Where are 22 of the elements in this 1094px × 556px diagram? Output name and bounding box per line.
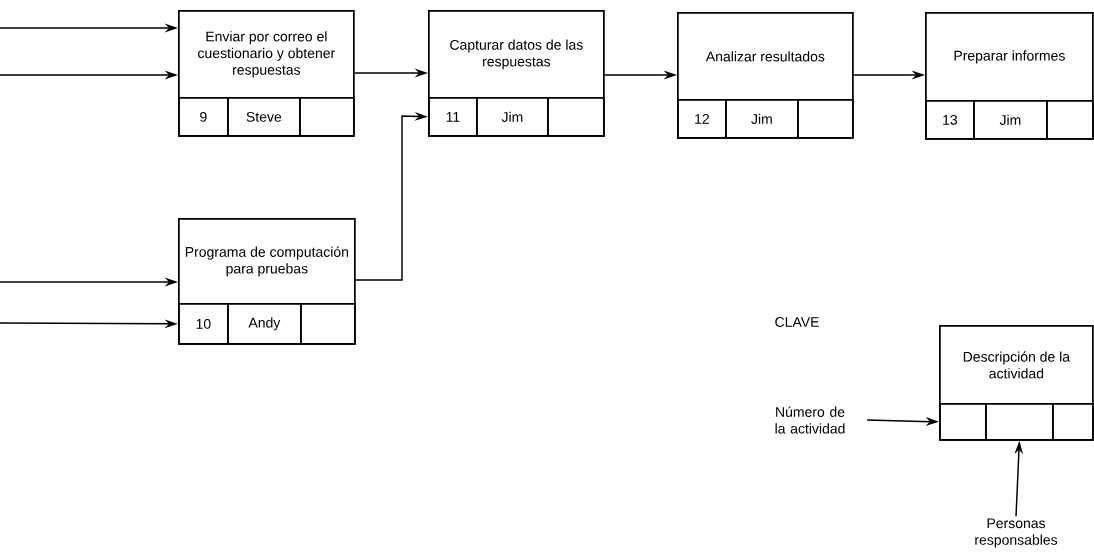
- key-heading: CLAVE: [775, 317, 819, 327]
- table-cell: 11: [428, 97, 478, 137]
- empty-cell: [985, 403, 1054, 441]
- callout-text: Personas responsables: [975, 518, 1058, 548]
- empty-cell: [939, 403, 987, 441]
- table-cell: 10: [178, 303, 229, 345]
- table-cell: Jim: [973, 100, 1048, 140]
- empty-cell: [797, 99, 854, 139]
- table-cell: 12: [677, 99, 727, 139]
- callout-text: Número de la actividad: [775, 406, 845, 434]
- table-cell: 9: [178, 97, 229, 137]
- table-cell: Jim: [725, 99, 799, 139]
- empty-cell: [547, 97, 605, 137]
- activity-box: Descripción de la actividad: [939, 325, 1094, 441]
- empty-cell: [300, 303, 356, 345]
- empty-cell: [1052, 403, 1094, 441]
- table-cell: 13: [925, 100, 975, 140]
- empty-cell: [299, 97, 355, 137]
- table-cell: Steve: [227, 97, 301, 137]
- table-cell: Jim: [476, 97, 549, 137]
- table-cell: Andy: [227, 303, 302, 345]
- empty-cell: [1046, 100, 1094, 140]
